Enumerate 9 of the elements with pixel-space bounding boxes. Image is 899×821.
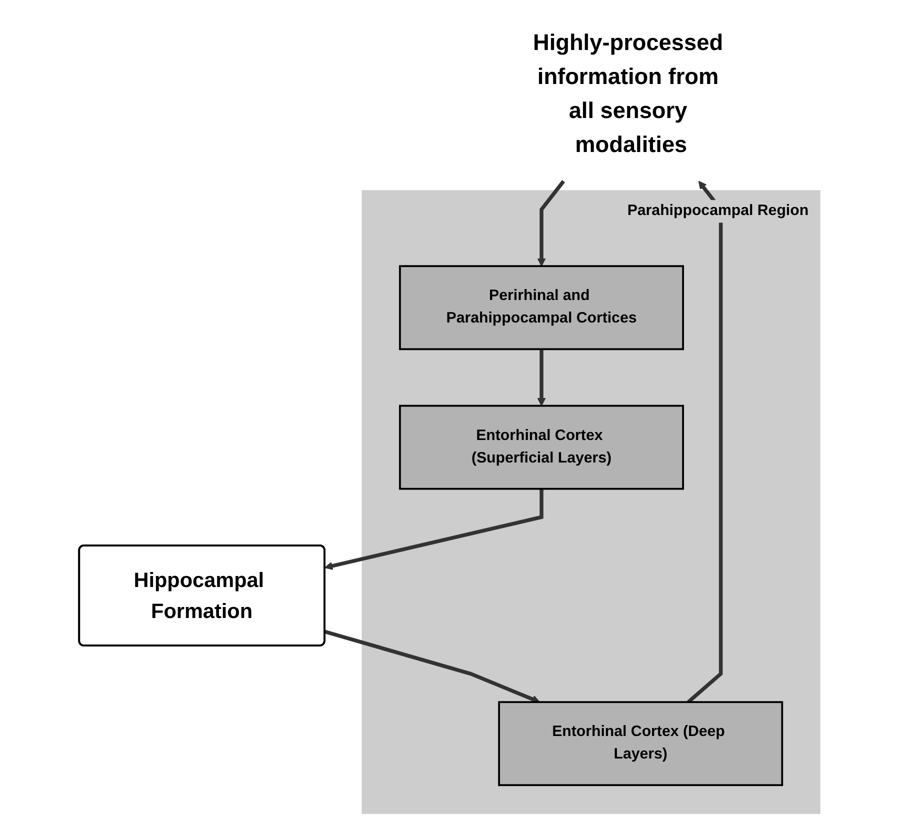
node-box: Perirhinal and Parahippocampal Cortices: [399, 265, 684, 350]
node-text: Highly-processed information from all sensory modalities: [532, 30, 724, 158]
arrow: [537, 180, 566, 266]
arrow: [324, 488, 544, 570]
arrow: [537, 349, 546, 406]
arrow: [324, 630, 540, 704]
arrow: [687, 180, 723, 704]
node-box: Entorhinal Cortex (Deep Layers): [498, 701, 784, 786]
node-box: Entorhinal Cortex (Superficial Layers): [399, 404, 684, 490]
